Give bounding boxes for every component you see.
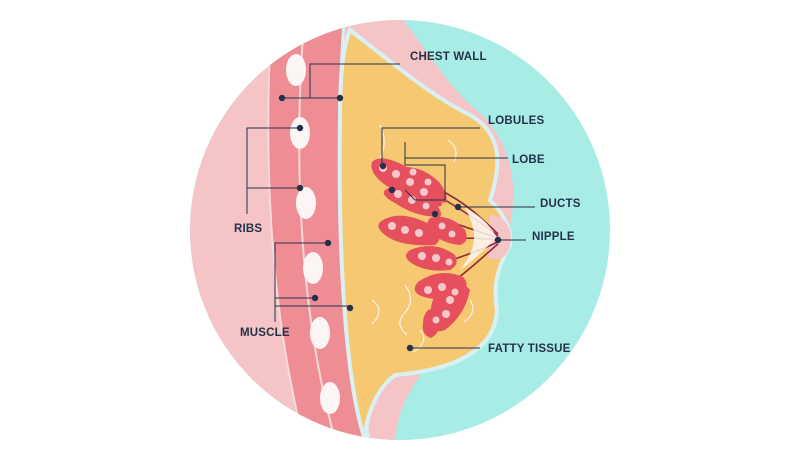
dot (296, 184, 304, 192)
label-nipple: NIPPLE (532, 231, 575, 243)
leader-lines (246, 63, 535, 349)
label-chest-wall: CHEST WALL (410, 51, 487, 63)
dot (324, 239, 332, 247)
muscle-bracket (274, 242, 350, 307)
label-ribs: RIBS (234, 223, 262, 235)
dot (346, 304, 354, 312)
label-lobe: LOBE (512, 154, 545, 166)
dot (431, 210, 439, 218)
lobule-cluster (406, 246, 457, 271)
dot (379, 162, 387, 170)
lobule-alveoli (379, 164, 459, 324)
leader-dots (278, 94, 502, 352)
lobule-cluster (422, 308, 443, 338)
rib (320, 382, 340, 414)
dot (278, 94, 286, 102)
rib (310, 317, 330, 349)
dot (336, 94, 344, 102)
dot (454, 203, 462, 211)
label-ducts: DUCTS (540, 198, 581, 210)
circle-illustration (190, 20, 610, 440)
chest-wall-leader (309, 63, 400, 98)
dot (296, 124, 304, 132)
dot (406, 344, 414, 352)
label-lobules: LOBULES (488, 115, 544, 127)
ribs-bracket (246, 127, 300, 189)
tissue-fibres (371, 124, 474, 353)
rib (296, 187, 316, 219)
label-fatty-tissue: FATTY TISSUE (488, 343, 571, 355)
rib (286, 54, 306, 86)
rib (303, 252, 323, 284)
labels: CHEST WALL LOBULES LOBE DUCTS NIPPLE RIB… (234, 51, 581, 355)
label-muscle: MUSCLE (240, 327, 290, 339)
lobe-bracket (404, 142, 446, 201)
lobule-cluster (393, 167, 447, 203)
duct-sheath (460, 208, 497, 270)
dot (388, 186, 396, 194)
dot (494, 236, 502, 244)
ribs (286, 54, 340, 414)
dot (311, 294, 319, 302)
rib (290, 117, 310, 149)
lobule-cluster (427, 216, 467, 245)
